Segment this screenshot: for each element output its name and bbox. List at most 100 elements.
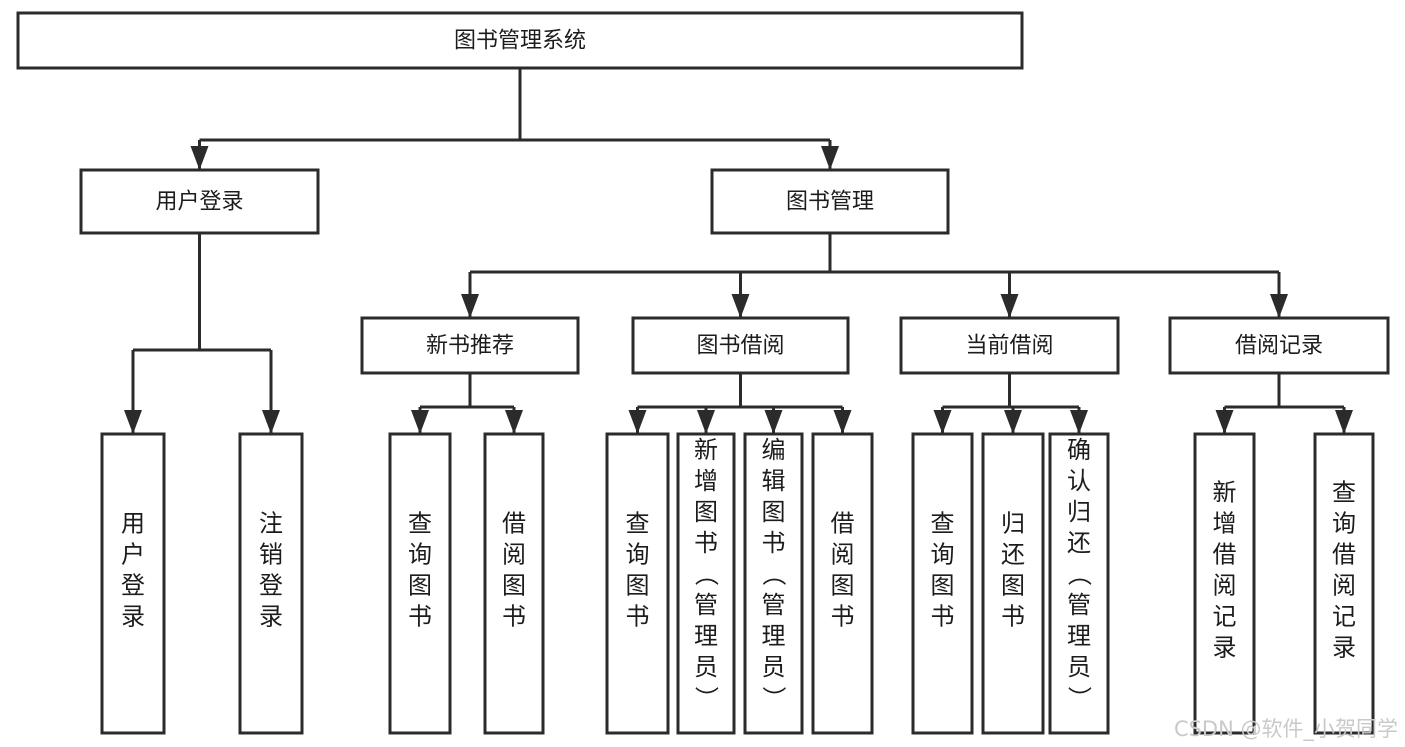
node-label-char: 图 [626, 572, 650, 600]
arrow-head-icon [1335, 410, 1353, 434]
node-label-char: 确 [1067, 436, 1091, 464]
node-label-char: 图 [408, 572, 432, 600]
node-box [1168, 316, 1390, 375]
node-label-char: ） [692, 686, 720, 710]
node-label-char: 阅 [1213, 572, 1237, 600]
node-label-char: 用 [121, 510, 145, 538]
node-label-char: 登 [121, 572, 145, 600]
node-label-char: 书 [694, 529, 718, 557]
node-label-char: 新 [694, 436, 718, 464]
node-label-char: 阅 [831, 541, 855, 569]
nodes-layer: 图书管理系统用户登录图书管理新书推荐图书借阅当前借阅借阅记录用户登录注销登录查询… [16, 11, 1390, 735]
node-label-char: 录 [259, 603, 283, 631]
node-label-char: 书 [1001, 603, 1025, 631]
node-label-char: 增 [694, 467, 718, 495]
node-label-vertical: 用户登录 [121, 510, 145, 631]
node-box [631, 316, 850, 375]
node-box [605, 432, 670, 735]
node-label-char: 图 [502, 572, 526, 600]
node-label-char: 图 [1001, 572, 1025, 600]
node-label-char: 询 [408, 541, 432, 569]
leaf-node-0[interactable]: 用户登录 [100, 432, 166, 735]
node-label-char: 查 [408, 510, 432, 538]
node-label-char: 理 [1067, 622, 1091, 650]
node-label-char: 阅 [1332, 572, 1356, 600]
arrow-head-icon [833, 410, 852, 434]
level3-node-3[interactable]: 借阅记录 [1168, 316, 1390, 375]
node-label-char: 登 [259, 572, 283, 600]
node-label-char: 认 [1067, 467, 1091, 495]
node-label-char: 管 [694, 591, 718, 619]
node-label-char: 员 [762, 653, 786, 681]
node-label-char: 员 [1067, 653, 1091, 681]
node-box [1048, 432, 1110, 735]
node-label: 用户登录 [155, 190, 243, 215]
arrow-head-icon [1270, 294, 1288, 318]
node-label-char: 员 [694, 653, 718, 681]
node-box [899, 316, 1120, 375]
arrow-head-icon [697, 410, 715, 434]
arrow-head-icon [124, 410, 142, 434]
node-label-char: 借 [1332, 541, 1356, 569]
root-node-book-management-system[interactable]: 图书管理系统 [16, 11, 1024, 70]
level3-node-1[interactable]: 图书借阅 [631, 316, 850, 375]
node-label: 新书推荐 [426, 334, 514, 359]
node-box [811, 432, 874, 735]
node-box [1193, 432, 1256, 735]
node-label-char: 销 [259, 541, 283, 569]
node-label-char: 图 [931, 572, 955, 600]
level3-node-0[interactable]: 新书推荐 [360, 316, 580, 375]
node-label-char: 录 [1332, 634, 1356, 662]
node-label-char: 辑 [762, 467, 786, 495]
node-label-char: 录 [1213, 634, 1237, 662]
level2-node-1[interactable]: 图书管理 [710, 168, 950, 235]
node-box [483, 432, 545, 735]
node-label-char: 增 [1213, 510, 1237, 538]
arrow-head-icon [262, 410, 280, 434]
node-label-char: 注 [259, 510, 283, 538]
arrow-head-icon [1215, 410, 1234, 434]
node-label-char: 查 [1332, 479, 1356, 507]
arrow-head-icon [764, 410, 783, 434]
node-label-char: （ [1065, 562, 1093, 586]
node-label-char: 录 [121, 603, 145, 631]
node-label: 借阅记录 [1235, 334, 1323, 359]
arrow-head-icon [933, 410, 952, 434]
node-label-char: 图 [694, 498, 718, 526]
node-label-char: 归 [1067, 498, 1091, 526]
level2-node-0[interactable]: 用户登录 [79, 168, 320, 235]
node-label-char: 查 [626, 510, 650, 538]
level3-node-2[interactable]: 当前借阅 [899, 316, 1120, 375]
arrow-head-icon [1070, 410, 1088, 434]
node-label-char: 询 [931, 541, 955, 569]
node-box [743, 432, 804, 735]
node-label-char: 理 [694, 622, 718, 650]
node-label-char: 书 [408, 603, 432, 631]
node-box [911, 432, 974, 735]
node-box [16, 11, 1024, 70]
connectors-layer [124, 68, 1353, 434]
node-label-char: 图 [831, 572, 855, 600]
arrow-head-icon [628, 410, 647, 434]
node-label-char: 书 [626, 603, 650, 631]
